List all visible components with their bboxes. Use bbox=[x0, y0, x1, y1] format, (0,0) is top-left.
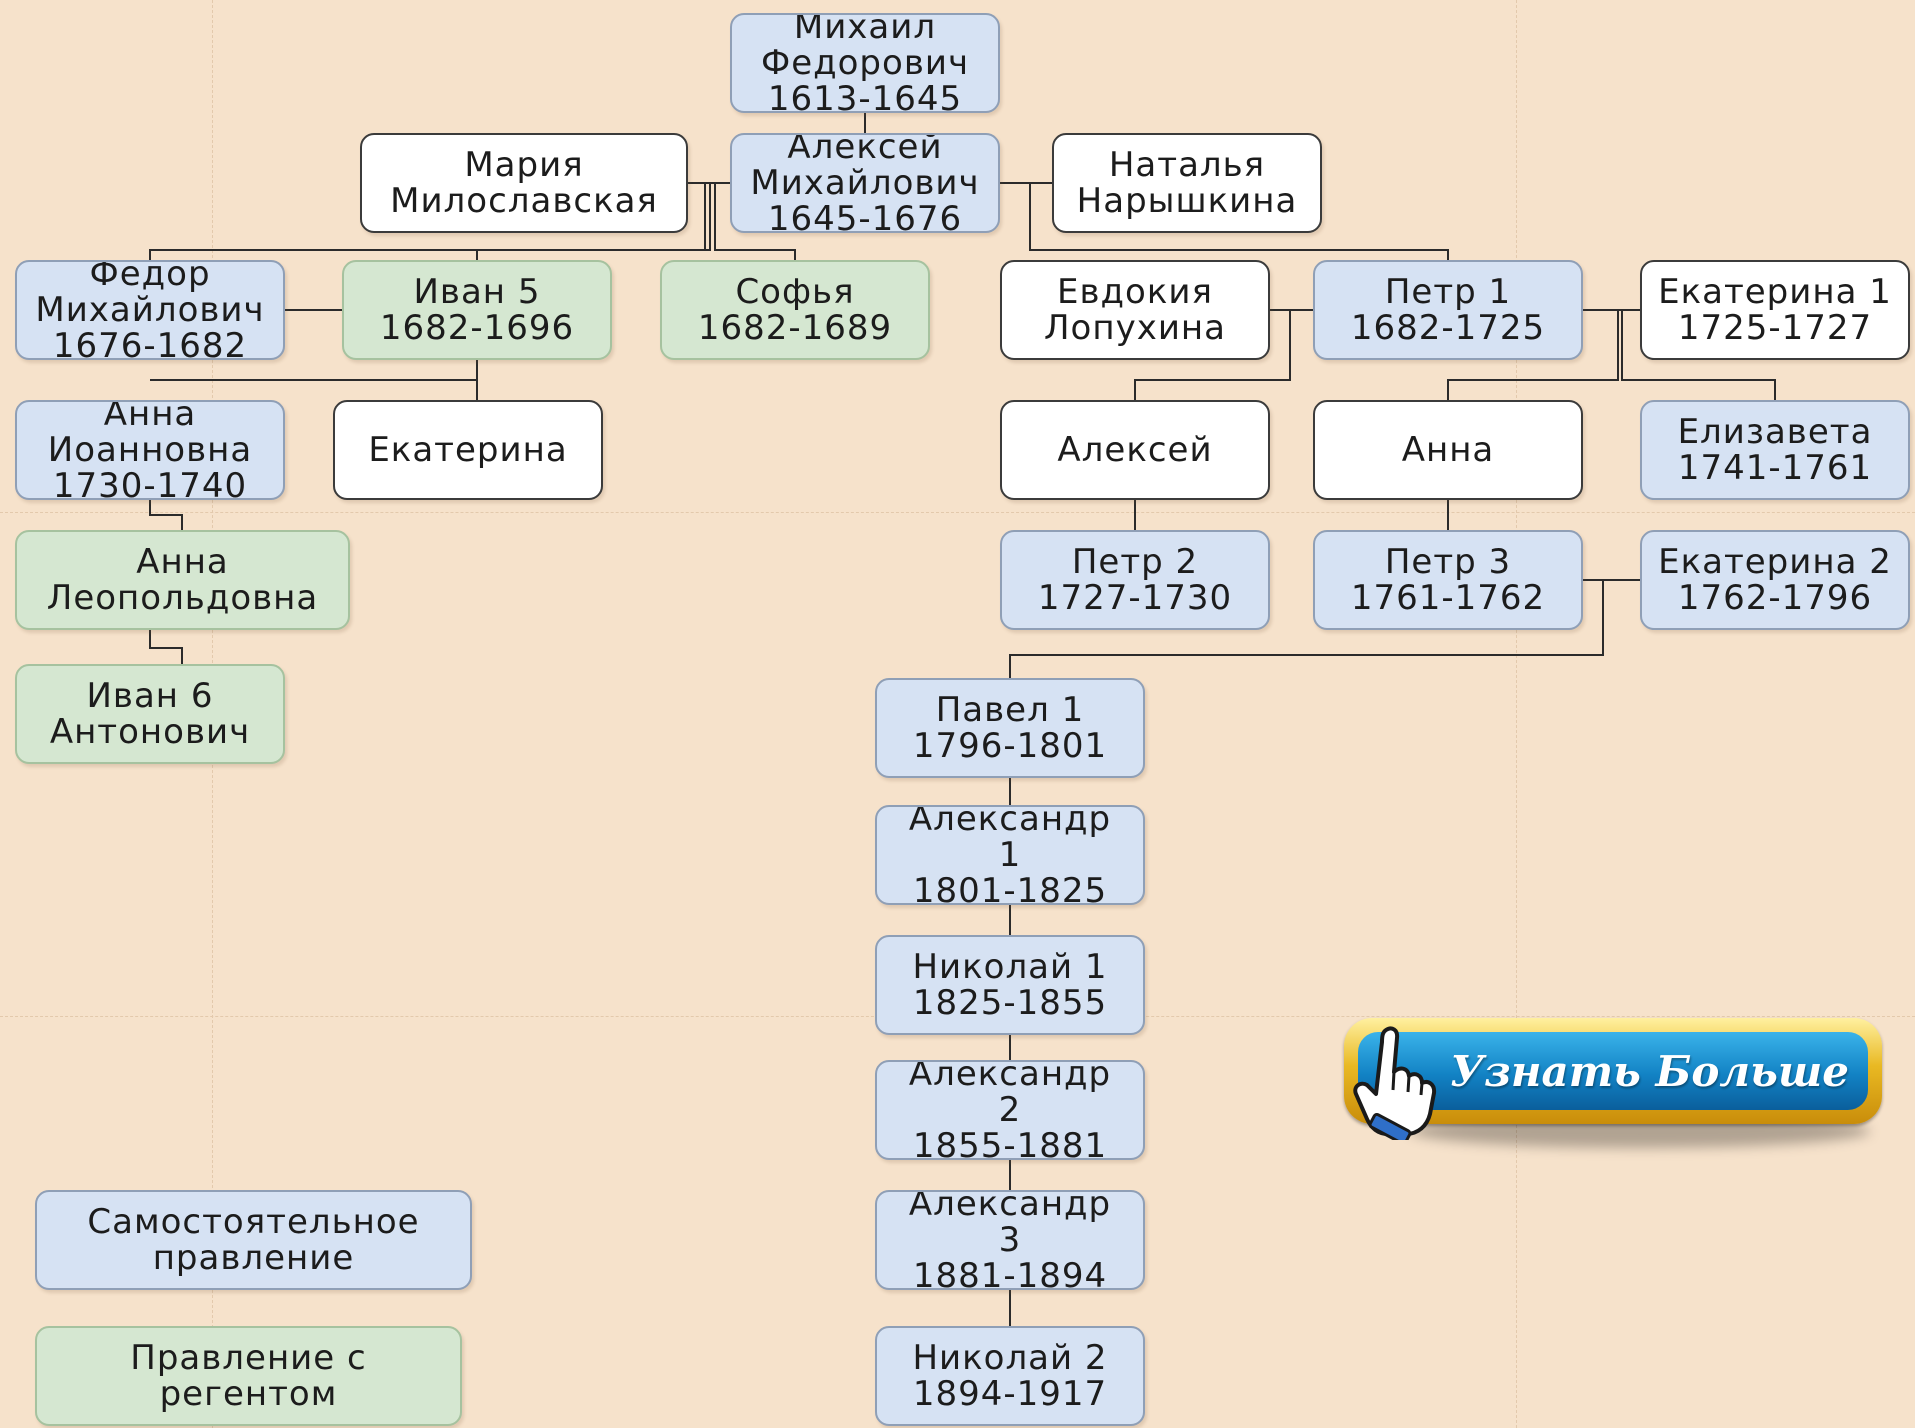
connector-line bbox=[1447, 310, 1619, 400]
node-elizaveta: Елизавета 1741-1761 bbox=[1640, 400, 1910, 500]
node-maria-miloslavskaya: Мария Милославская bbox=[360, 133, 688, 233]
grid-line bbox=[0, 512, 1915, 513]
node-ekaterina: Екатерина bbox=[333, 400, 603, 500]
node-ivan-6-antonovich: Иван 6 Антонович bbox=[15, 664, 285, 764]
node-natalya-naryshkina: Наталья Нарышкина bbox=[1052, 133, 1322, 233]
node-aleksandr-1: Александр 1 1801-1825 bbox=[875, 805, 1145, 905]
node-petr-2: Петр 2 1727-1730 bbox=[1000, 530, 1270, 630]
connector-line bbox=[1134, 310, 1291, 400]
node-nikolay-2: Николай 2 1894-1917 bbox=[875, 1326, 1145, 1426]
node-anna: Анна bbox=[1313, 400, 1583, 500]
node-nikolay-1: Николай 1 1825-1855 bbox=[875, 935, 1145, 1035]
node-petr-3: Петр 3 1761-1762 bbox=[1313, 530, 1583, 630]
connector-line bbox=[714, 183, 796, 260]
node-aleksey: Алексей bbox=[1000, 400, 1270, 500]
node-fedor-mikhaylovich: Федор Михайлович 1676-1682 bbox=[15, 260, 285, 360]
button-gold-frame: Узнать Больше bbox=[1344, 1018, 1882, 1124]
node-mikhail-fedorovich: Михаил Федорович 1613-1645 bbox=[730, 13, 1000, 113]
pointing-hand-icon bbox=[1353, 1026, 1437, 1140]
connector-line bbox=[149, 500, 183, 530]
node-petr-1: Петр 1 1682-1725 bbox=[1313, 260, 1583, 360]
legend-regent-rule: Правление с регентом bbox=[35, 1326, 462, 1426]
node-aleksandr-2: Александр 2 1855-1881 bbox=[875, 1060, 1145, 1160]
connector-line bbox=[1029, 183, 1449, 260]
node-anna-leopoldovna: Анна Леопольдовна bbox=[15, 530, 350, 630]
node-ivan-5: Иван 5 1682-1696 bbox=[342, 260, 612, 360]
connector-line bbox=[149, 630, 183, 664]
connector-line bbox=[1009, 580, 1604, 678]
node-ekaterina-1: Екатерина 1 1725-1727 bbox=[1640, 260, 1910, 360]
node-ekaterina-2: Екатерина 2 1762-1796 bbox=[1640, 530, 1910, 630]
node-sofya: Софья 1682-1689 bbox=[660, 260, 930, 360]
learn-more-button[interactable]: Узнать Больше bbox=[1340, 1012, 1888, 1148]
grid-line bbox=[1516, 0, 1517, 1428]
node-anna-ioannovna: Анна Иоанновна 1730-1740 bbox=[15, 400, 285, 500]
connector-line bbox=[1621, 310, 1776, 400]
node-aleksey-mikhaylovich: Алексей Михайлович 1645-1676 bbox=[730, 133, 1000, 233]
node-aleksandr-3: Александр 3 1881-1894 bbox=[875, 1190, 1145, 1290]
node-evdokiya-lopukhina: Евдокия Лопухина bbox=[1000, 260, 1270, 360]
legend-self-rule: Самостоятельное правление bbox=[35, 1190, 472, 1290]
learn-more-label: Узнать Больше bbox=[1450, 1046, 1849, 1096]
connector-line bbox=[476, 183, 711, 260]
button-face: Узнать Больше bbox=[1358, 1032, 1868, 1110]
connector-line bbox=[149, 183, 706, 260]
node-pavel-1: Павел 1 1796-1801 bbox=[875, 678, 1145, 778]
